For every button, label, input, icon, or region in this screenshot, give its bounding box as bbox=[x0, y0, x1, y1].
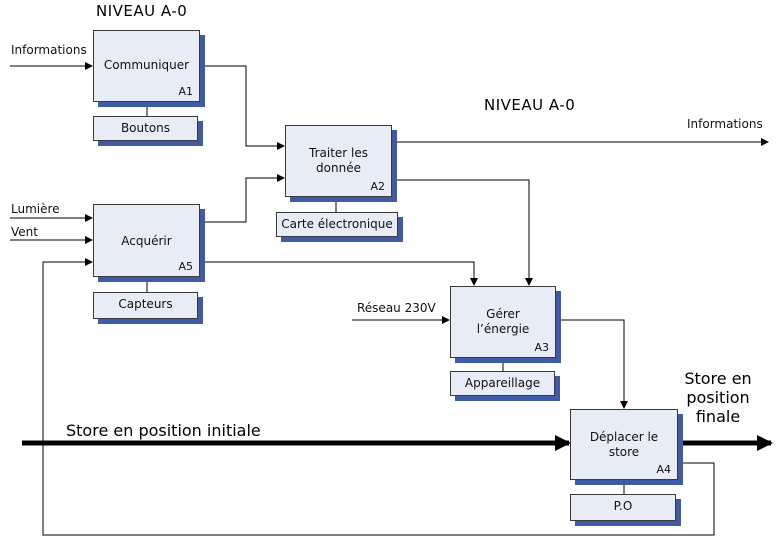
function-box-a5: Acquérir A5 bbox=[93, 204, 200, 277]
function-box-a2: Traiter les donnée A2 bbox=[285, 125, 392, 197]
label-vent: Vent bbox=[11, 225, 38, 239]
function-box-a1: Communiquer A1 bbox=[93, 30, 200, 102]
mechanism-capteurs: Capteurs bbox=[93, 292, 198, 319]
heading-mid: NIVEAU A-0 bbox=[484, 96, 576, 114]
arrow-a5-to-a3 bbox=[200, 261, 478, 286]
mechanism-appareillage: Appareillage bbox=[450, 371, 555, 396]
label-informations-out: Informations bbox=[687, 117, 763, 131]
function-title-a1: Communiquer bbox=[103, 58, 190, 72]
mechanism-po: P.O bbox=[570, 494, 676, 521]
label-lumiere: Lumière bbox=[11, 202, 60, 216]
arrow-feedback-loop bbox=[42, 258, 715, 536]
arrow-a3-to-a4 bbox=[556, 319, 628, 409]
function-title-a5: Acquérir bbox=[121, 234, 172, 248]
arrow-a1-to-a2 bbox=[200, 65, 285, 150]
function-box-a3: Gérer l’énergie A3 bbox=[450, 286, 556, 358]
function-code-a1: A1 bbox=[178, 85, 193, 98]
function-title-a2: Traiter les donnée bbox=[309, 146, 368, 175]
mechanism-boutons: Boutons bbox=[93, 116, 198, 141]
label-store-final: Store en position finale bbox=[684, 369, 752, 426]
arrow-a5-to-a2 bbox=[200, 174, 285, 223]
function-title-a3: Gérer l’énergie bbox=[476, 307, 530, 336]
mechanism-carte-electronique: Carte électronique bbox=[276, 212, 398, 237]
function-code-a4: A4 bbox=[656, 463, 671, 476]
label-reseau: Réseau 230V bbox=[357, 301, 436, 315]
function-box-a4: Déplacer le store A4 bbox=[570, 409, 678, 480]
function-code-a2: A2 bbox=[370, 180, 385, 193]
function-code-a5: A5 bbox=[178, 260, 193, 273]
heading-top: NIVEAU A-0 bbox=[96, 2, 188, 20]
label-store-initial: Store en position initiale bbox=[66, 421, 261, 440]
arrow-a2-to-a3 bbox=[392, 179, 533, 286]
label-informations-in: Informations bbox=[11, 43, 87, 57]
function-code-a3: A3 bbox=[534, 341, 549, 354]
function-title-a4: Déplacer le store bbox=[589, 430, 659, 459]
